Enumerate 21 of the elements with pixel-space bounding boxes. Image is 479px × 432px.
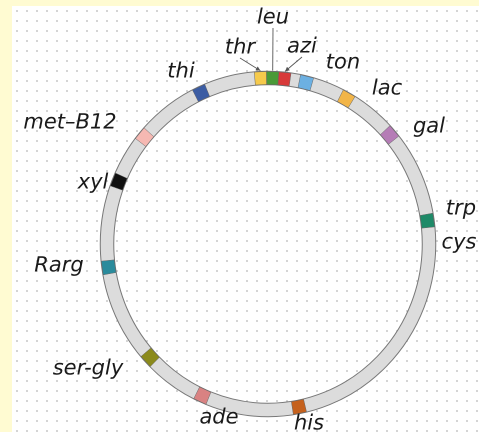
gene-label: trp <box>446 198 476 218</box>
leader-line <box>272 28 274 72</box>
gene-marker <box>266 71 280 86</box>
gene-marker <box>254 71 267 86</box>
gene-label: met–B12 <box>23 112 117 132</box>
gene-label: ser-gly <box>52 358 124 378</box>
gene-label: thr <box>224 36 256 58</box>
gene-label: ade <box>199 406 239 428</box>
gene-label: leu <box>256 6 290 28</box>
gene-label: azi <box>287 36 317 56</box>
gene-label: gal <box>412 116 446 136</box>
gene-label: ton <box>326 52 360 72</box>
gene-label: his <box>294 412 324 432</box>
gene-label: xyl <box>78 172 108 192</box>
leader-line <box>284 56 302 72</box>
gene-label: lac <box>372 78 402 98</box>
gene-label: cys <box>442 232 476 252</box>
gene-label: Rarg <box>34 254 84 276</box>
gene-label: thi <box>167 60 195 82</box>
leader-line <box>240 58 261 72</box>
gene-marker <box>278 72 292 86</box>
